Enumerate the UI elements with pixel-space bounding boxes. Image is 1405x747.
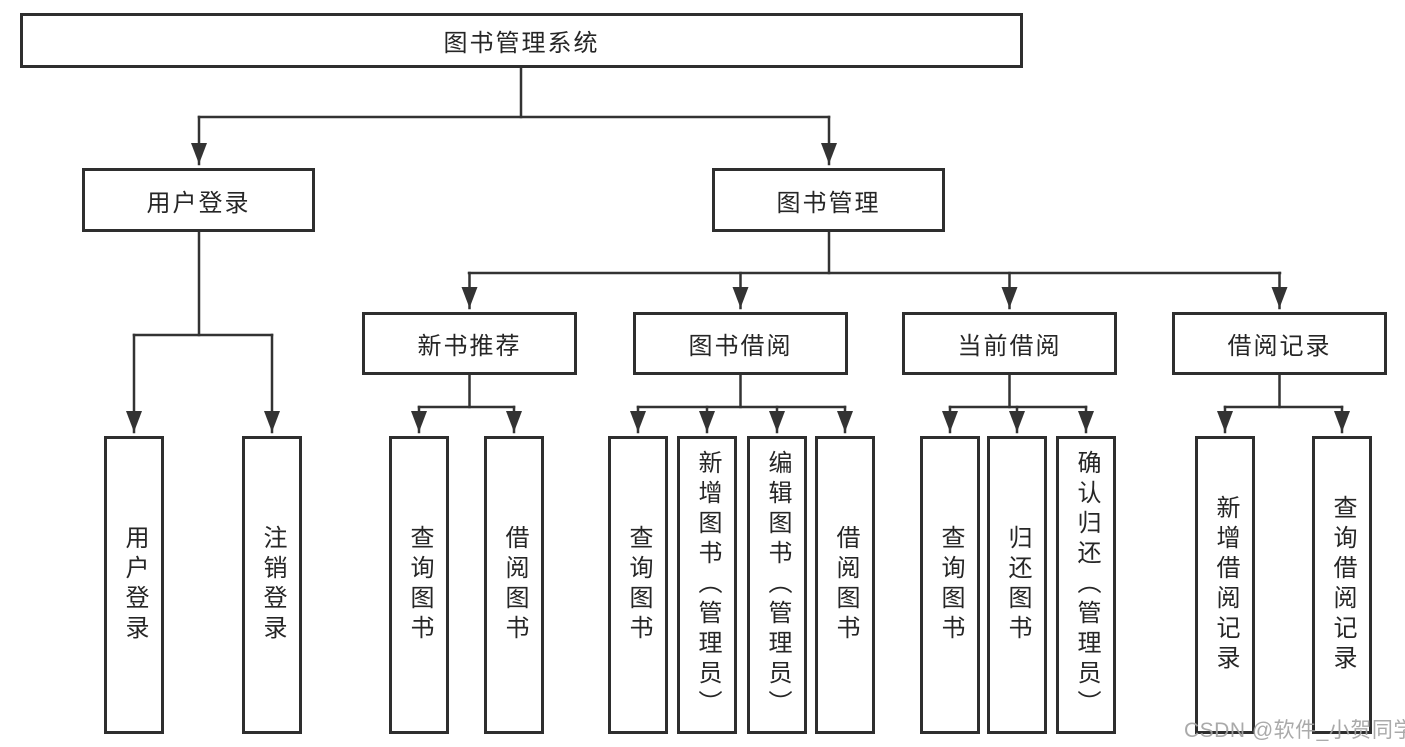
leaf-edit-book-admin: 编辑图书（管理员） (747, 436, 807, 734)
leaf-query-book-recommend: 查询图书 (389, 436, 449, 734)
node-label: 查询图书 (937, 525, 964, 645)
node-borrow-record: 借阅记录 (1172, 312, 1387, 375)
leaf-query-book-borrow: 查询图书 (608, 436, 668, 734)
node-label: 图书管理 (776, 189, 881, 217)
node-label: 确认归还（管理员） (1073, 450, 1100, 720)
leaf-logout: 注销登录 (242, 436, 302, 734)
node-label: 归还图书 (1004, 525, 1031, 645)
node-label: 用户登录 (121, 525, 148, 645)
leaf-borrow-book: 借阅图书 (815, 436, 875, 734)
node-book-management: 图书管理 (712, 168, 945, 232)
node-label: 新增图书（管理员） (694, 450, 721, 720)
leaf-add-borrow-record: 新增借阅记录 (1195, 436, 1255, 734)
node-book-borrow: 图书借阅 (633, 312, 848, 375)
node-label: 查询借阅记录 (1329, 495, 1356, 675)
node-current-borrow: 当前借阅 (902, 312, 1117, 375)
node-label: 新书推荐 (417, 333, 522, 360)
leaf-user-login: 用户登录 (104, 436, 164, 734)
leaf-query-book-current: 查询图书 (920, 436, 980, 734)
leaf-confirm-return-admin: 确认归还（管理员） (1056, 436, 1116, 734)
node-label: 查询图书 (625, 525, 652, 645)
leaf-add-book-admin: 新增图书（管理员） (677, 436, 737, 734)
node-user-login: 用户登录 (82, 168, 315, 232)
leaf-return-book: 归还图书 (987, 436, 1047, 734)
node-label: 查询图书 (406, 525, 433, 645)
node-label: 新增借阅记录 (1212, 495, 1239, 675)
node-label: 图书借阅 (688, 333, 793, 360)
leaf-borrow-book-recommend: 借阅图书 (484, 436, 544, 734)
watermark: CSDN @软件_小贺同学 (1184, 719, 1405, 742)
node-label: 借阅图书 (501, 525, 528, 645)
node-label: 注销登录 (259, 525, 286, 645)
node-label: 借阅图书 (832, 525, 859, 645)
node-new-book-recommend: 新书推荐 (362, 312, 577, 375)
node-label: 用户登录 (146, 189, 251, 217)
node-label: 图书管理系统 (443, 30, 600, 57)
node-label: 编辑图书（管理员） (764, 450, 791, 720)
node-root: 图书管理系统 (20, 13, 1023, 68)
leaf-query-borrow-record: 查询借阅记录 (1312, 436, 1372, 734)
node-label: 借阅记录 (1227, 333, 1332, 360)
node-label: 当前借阅 (957, 333, 1062, 360)
